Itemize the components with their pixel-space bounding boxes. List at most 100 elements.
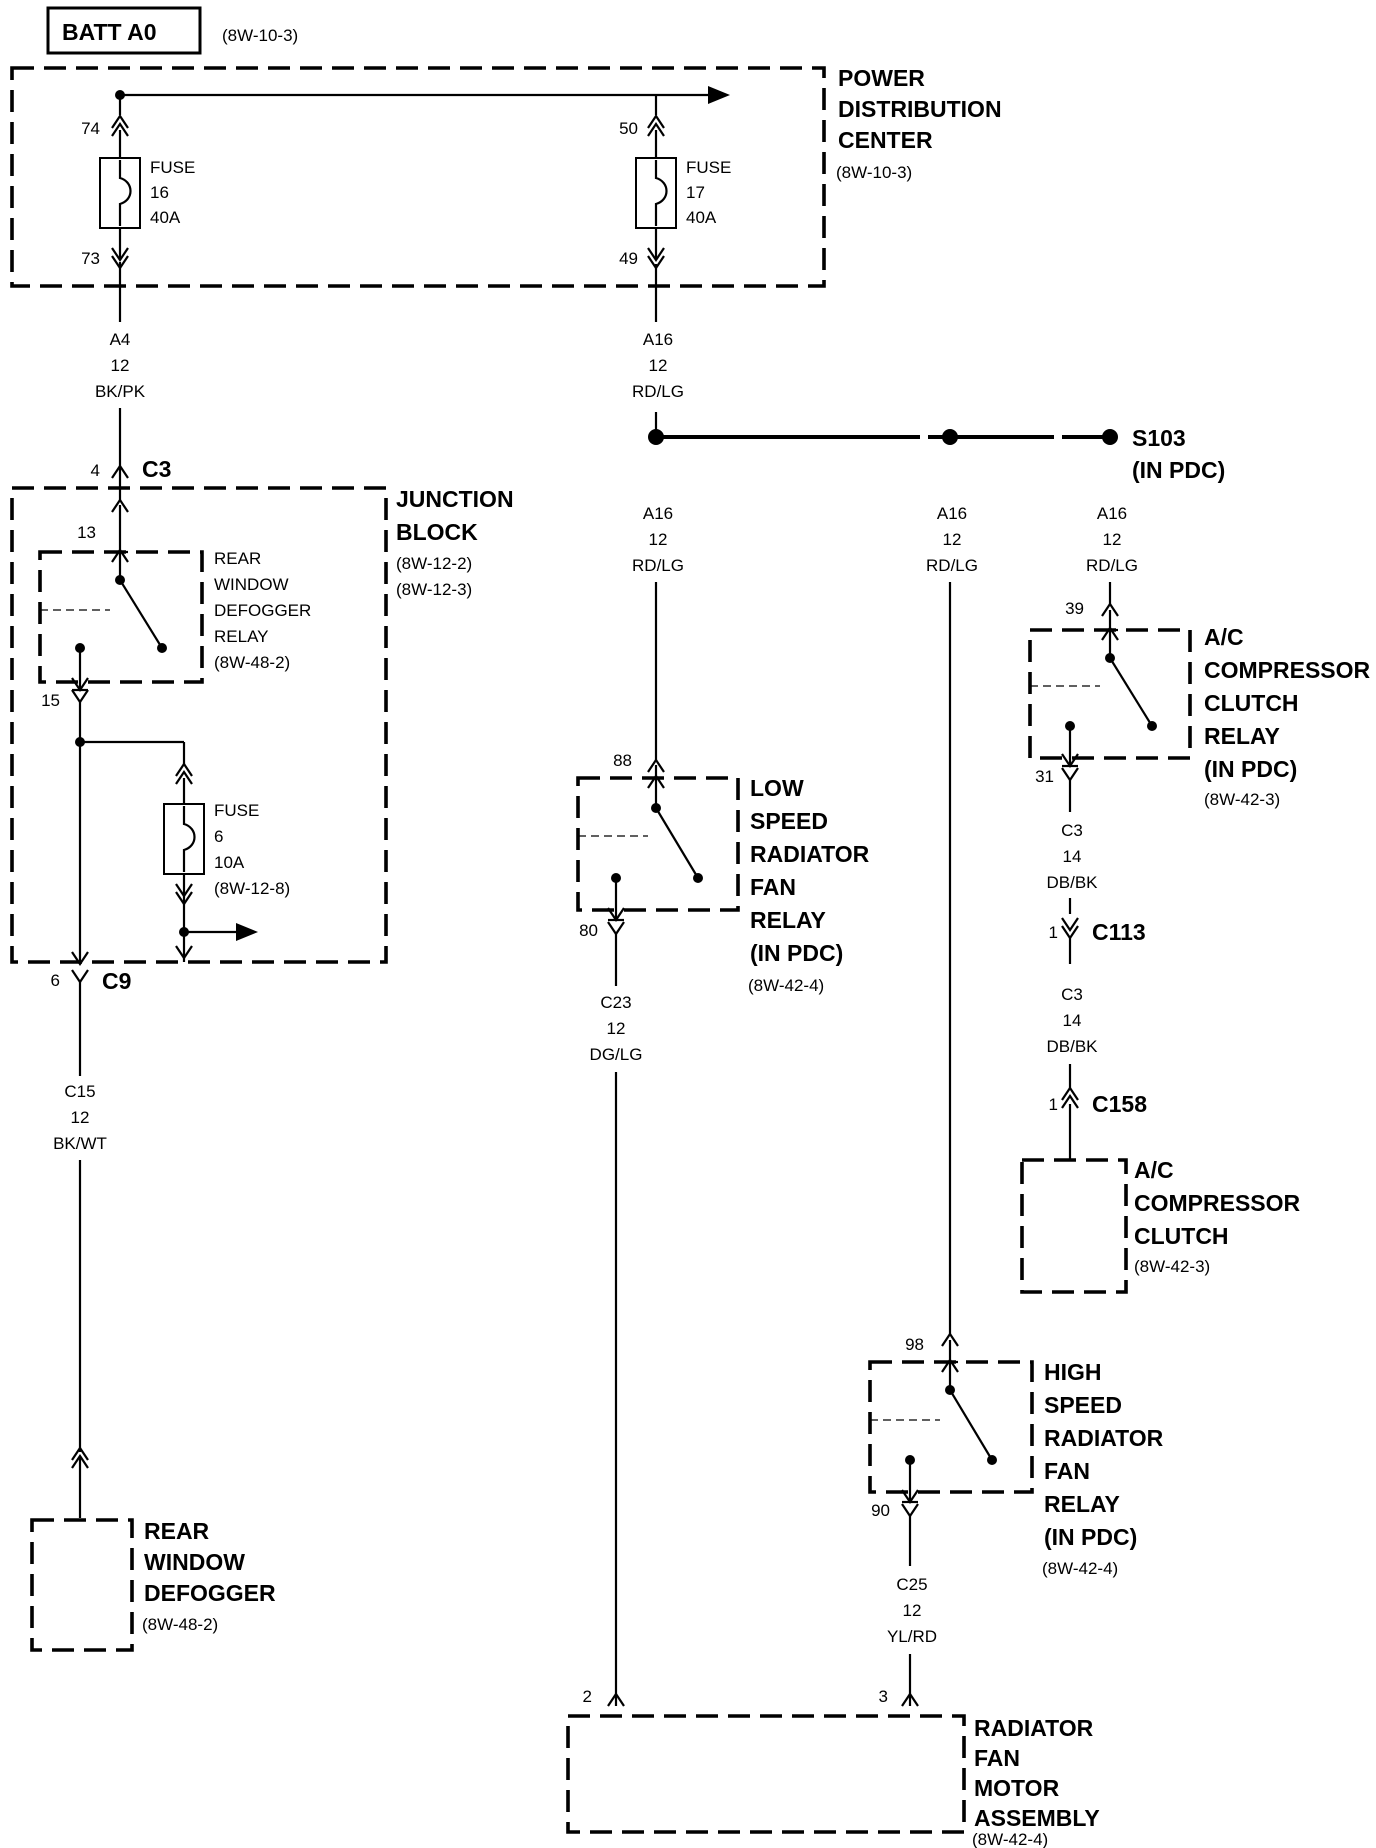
high-relay-line1: HIGH [1044,1359,1102,1385]
high-relay-pin-in: 98 [905,1335,924,1354]
junction-block-box [10,486,388,964]
low-relay-pin-in: 88 [613,751,632,770]
wire-c3b-gauge: 14 [1063,1011,1082,1030]
defog-relay-line4: RELAY [214,627,269,646]
wire-a16b-color: RD/LG [926,556,978,575]
fan-motor-box [566,1714,966,1834]
low-relay-line3: RADIATOR [750,841,870,867]
fuse16-pin-out: 73 [81,249,100,268]
fuse17-pin-out: 49 [619,249,638,268]
wire-c15-circuit: C15 [64,1082,95,1101]
fuse17-element [654,160,668,226]
defogger-line3: DEFOGGER [144,1580,276,1606]
low-relay-box [576,776,740,912]
low-relay-line4: FAN [750,874,796,900]
wire-a4-circuit: A4 [110,330,131,349]
c158-pin: 1 [1049,1095,1058,1114]
wire-c25-circuit: C25 [896,1575,927,1594]
wire-a16b-circuit: A16 [937,504,967,523]
wire-c23-gauge: 12 [607,1019,626,1038]
c158-label: C158 [1092,1091,1147,1117]
high-relay-line3: RADIATOR [1044,1425,1164,1451]
wire-a4-gauge: 12 [111,356,130,375]
defogger-line2: WINDOW [144,1549,245,1575]
jb-ref-2: (8W-12-3) [396,580,472,599]
c9-connector-symbol [71,951,89,966]
low-relay-line5: RELAY [750,907,826,933]
wire-a16-top-color: RD/LG [632,382,684,401]
wire-a16-top-circuit: A16 [643,330,673,349]
fuse16-line1: FUSE [150,158,195,177]
jb-ref-1: (8W-12-2) [396,554,472,573]
ac-relay-ref: (8W-42-3) [1204,790,1280,809]
fuse16-line3: 40A [150,208,181,227]
ac-relay-line5: (IN PDC) [1204,756,1297,782]
c3-label: C3 [142,456,171,482]
pdc-title-2: DISTRIBUTION [838,96,1002,122]
wire-a16c-color: RD/LG [1086,556,1138,575]
ac-clutch-line2: COMPRESSOR [1134,1190,1301,1216]
pdc-ref: (8W-10-3) [836,163,912,182]
ac-clutch-ref: (8W-42-3) [1134,1257,1210,1276]
c9-label: C9 [102,968,131,994]
bus-arrow [708,86,730,104]
defog-relay-line2: WINDOW [214,575,289,594]
c3-connector-symbol [111,464,129,479]
fan-motor-line4: ASSEMBLY [974,1805,1100,1831]
defog-relay-line5: (8W-48-2) [214,653,290,672]
fuse17-line2: 17 [686,183,705,202]
wire-c25-color: YL/RD [887,1627,937,1646]
fuse16-line2: 16 [150,183,169,202]
splice-dot-1 [648,429,664,445]
defog-relay-line1: REAR [214,549,261,568]
fuse17-line1: FUSE [686,158,731,177]
defogger-line1: REAR [144,1518,210,1544]
c3-pin: 4 [91,461,100,480]
fuse6-line4: (8W-12-8) [214,879,290,898]
ac-relay-line2: COMPRESSOR [1204,657,1371,683]
low-relay-line6: (IN PDC) [750,940,843,966]
ac-relay-contact [1109,657,1153,727]
ac-clutch-box [1020,1158,1128,1294]
fuse6-line1: FUSE [214,801,259,820]
wire-c23-circuit: C23 [600,993,631,1012]
fan-motor-line1: RADIATOR [974,1715,1094,1741]
batt-box [46,6,202,55]
fan-motor-ref: (8W-42-4) [972,1830,1048,1848]
pdc-title-3: CENTER [838,127,933,153]
c158-connector-symbol [1061,1086,1079,1101]
wire-c25-gauge: 12 [903,1601,922,1620]
high-relay-line6: (IN PDC) [1044,1524,1137,1550]
fan-motor-line2: FAN [974,1745,1020,1771]
wire-c15-color: BK/WT [53,1134,107,1153]
high-relay-pin-out: 90 [871,1501,890,1520]
wire-a16c-gauge: 12 [1103,530,1122,549]
wire-a16a-color: RD/LG [632,556,684,575]
low-relay-line2: SPEED [750,808,828,834]
pdc-box [10,66,826,288]
fan-motor-pin-b: 3 [879,1687,888,1706]
wire-a16-top-gauge: 12 [649,356,668,375]
fuse17-line3: 40A [686,208,717,227]
jb-title-1: JUNCTION [396,486,514,512]
fuse16-pin-in: 74 [81,119,100,138]
wire-a16a-circuit: A16 [643,504,673,523]
c9-pin: 6 [51,971,60,990]
s103-label: S103 [1132,425,1186,451]
splice-dot-2 [942,429,958,445]
c113-pin: 1 [1049,923,1058,942]
high-relay-contact [949,1389,993,1461]
fuse16-element [118,160,132,226]
jb-title-2: BLOCK [396,519,478,545]
ac-relay-pin-out: 31 [1035,767,1054,786]
ac-clutch-line1: A/C [1134,1157,1174,1183]
fuse6-line2: 6 [214,827,223,846]
fan-motor-line3: MOTOR [974,1775,1060,1801]
defog-relay-contact [119,579,163,649]
defog-relay-pin-in: 13 [77,523,96,542]
high-relay-line4: FAN [1044,1458,1090,1484]
fuse6-output-arrow [236,923,258,941]
fan-motor-pin-a: 2 [583,1687,592,1706]
fuse6-line3: 10A [214,853,245,872]
